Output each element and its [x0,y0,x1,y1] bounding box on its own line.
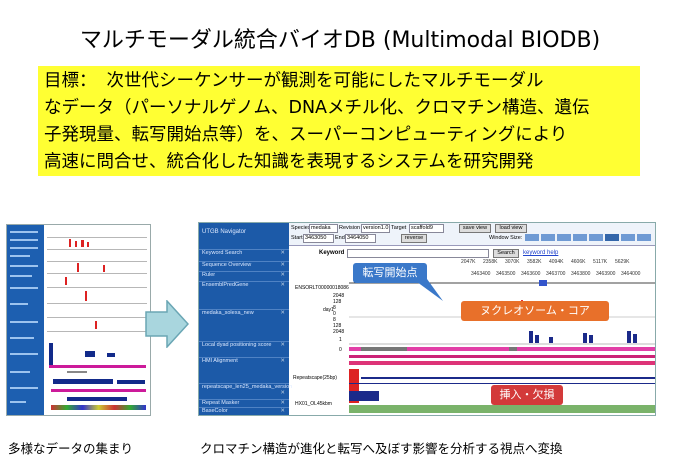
nav-item-basecolor[interactable]: BaseColor✕ [199,407,289,414]
goal-line-3: 子発現量、転写開始点等）を、スーパーコンピューティングにより [44,125,568,145]
zoom-button[interactable] [621,234,635,241]
nav-item-hmi-alignment[interactable]: HMI Alignment✕ [199,357,289,364]
tss-pointer [413,279,443,301]
goal-line-1: 目標：次世代シーケンサーが観測を可能にしたマルチモーダル [44,71,544,91]
keyword-input[interactable] [347,249,489,258]
right-caption: クロマチン構造が進化と転写へ及ぼす影響を分析する視点へ変換 [200,441,563,456]
revision-select[interactable]: version1.0 [361,224,390,233]
page-title: マルチモーダル統合バイオDB (Multimodal BIODB) [79,28,601,53]
end-input[interactable]: 3464050 [345,234,376,243]
zoom-button[interactable] [525,234,539,241]
species-select[interactable]: medaka [309,224,338,233]
diverse-data-thumbnail [6,224,151,416]
zoom-button[interactable] [637,234,651,241]
nav-title: UTGB Navigator [202,229,247,235]
zoom-button[interactable] [573,234,587,241]
reverse-button[interactable]: reverse [401,234,427,243]
goal-lead: 目標： [44,71,97,91]
nav-item-repeat-masker[interactable]: Repeat Masker✕ [199,399,289,406]
start-input[interactable]: 3463050 [303,234,334,243]
nav-item-keyword-search[interactable]: Keyword Search✕ [199,249,289,256]
browser-toolbar: Species medaka Revision version1.0 Targe… [289,223,655,246]
load-view-button[interactable]: load view [495,224,527,233]
nav-item-medaka-solexa[interactable]: medaka_solexa_new✕ [199,309,289,316]
left-caption: 多様なデータの集まり [8,441,134,456]
nav-item-sequence-overview[interactable]: Sequence Overview✕ [199,261,289,268]
tss-callout: 転写開始点 [353,263,427,283]
nav-item-ruler[interactable]: Ruler✕ [199,271,289,278]
browser-nav-panel: UTGB Navigator Keyword Search✕ Sequence … [199,223,292,415]
thumbnail-nav-panel [7,225,44,415]
zoom-button[interactable] [605,234,619,241]
nucleosome-callout: ヌクレオソーム・コア [461,301,609,321]
browser-tracks [349,280,655,413]
zoom-button[interactable] [589,234,603,241]
keyword-search-bar: Keyword Search keyword help [319,249,559,258]
target-input[interactable]: scaffold9 [409,224,444,233]
nav-item-ensembl[interactable]: EnsemblPredGene✕ [199,281,289,288]
genome-browser-screenshot: UTGB Navigator Keyword Search✕ Sequence … [198,222,656,416]
zoom-button[interactable] [541,234,555,241]
goal-box: 目標：次世代シーケンサーが観測を可能にしたマルチモーダル なデータ（パーソナルゲ… [38,66,640,176]
indel-callout: 挿入・欠損 [491,385,563,405]
nav-item-dyad-score[interactable]: Local dyad positioning score✕ [199,341,289,348]
nav-item-repeatscape[interactable]: repeatscape_len25_medaka_version✕ [199,383,292,396]
transform-arrow-icon [145,300,189,348]
goal-line-4: 高速に問合せ、統合化した知識を表現するシステムを研究開発 [44,152,534,172]
save-view-button[interactable]: save view [459,224,491,233]
goal-line-2: なデータ（パーソナルゲノム、DNAメチル化、クロマチン構造、遺伝 [44,98,590,118]
search-button[interactable]: Search [493,249,519,258]
zoom-button[interactable] [557,234,571,241]
keyword-help-link[interactable]: keyword help [523,250,559,256]
